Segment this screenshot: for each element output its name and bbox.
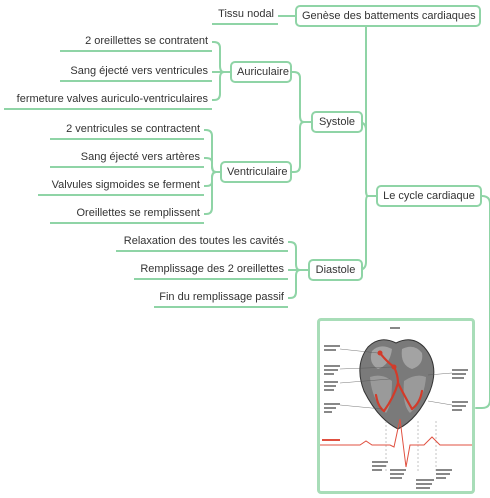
aur-item-3[interactable]: fermeture valves auriculo-ventriculaires [4, 89, 212, 110]
genese-node[interactable]: Genèse des battements cardiaques [295, 5, 481, 27]
root-node[interactable]: Le cycle cardiaque [376, 185, 482, 207]
ventriculaire-node[interactable]: Ventriculaire [220, 161, 292, 183]
dia-item-3[interactable]: Fin du remplissage passif [154, 287, 288, 308]
vent-item-3[interactable]: Valvules sigmoides se ferment [38, 175, 204, 196]
vent-item-4[interactable]: Oreillettes se remplissent [50, 203, 204, 224]
aur-item-1[interactable]: 2 oreillettes se contratent [60, 31, 212, 52]
auriculaire-node[interactable]: Auriculaire [230, 61, 292, 83]
diastole-node[interactable]: Diastole [308, 259, 363, 281]
dia-item-2[interactable]: Remplissage des 2 oreillettes [134, 259, 288, 280]
heart-illustration [320, 327, 472, 489]
tissu-nodal-leaf[interactable]: Tissu nodal [212, 4, 278, 25]
heart-conduction-figure[interactable] [317, 318, 475, 494]
vent-item-2[interactable]: Sang éjecté vers artères [50, 147, 204, 168]
vent-item-1[interactable]: 2 ventricules se contractent [50, 119, 204, 140]
systole-node[interactable]: Systole [311, 111, 363, 133]
dia-item-1[interactable]: Relaxation des toutes les cavités [116, 231, 288, 252]
aur-item-2[interactable]: Sang éjecté vers ventricules [60, 61, 212, 82]
